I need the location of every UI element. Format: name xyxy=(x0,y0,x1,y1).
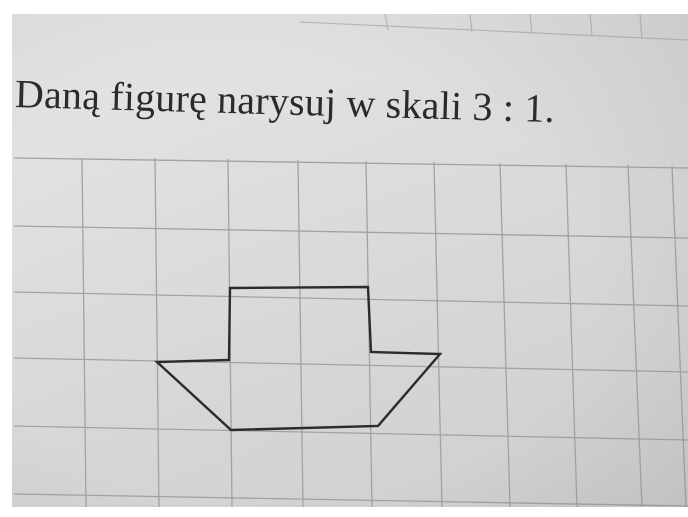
frame-top xyxy=(0,0,688,14)
horizontal-grid-lines xyxy=(13,157,688,507)
top-grid-lines xyxy=(299,13,688,41)
frame-bottom xyxy=(0,507,688,517)
vertical-grid-lines xyxy=(81,157,687,508)
frame-left xyxy=(0,0,12,517)
boat-shape-icon xyxy=(154,285,443,432)
